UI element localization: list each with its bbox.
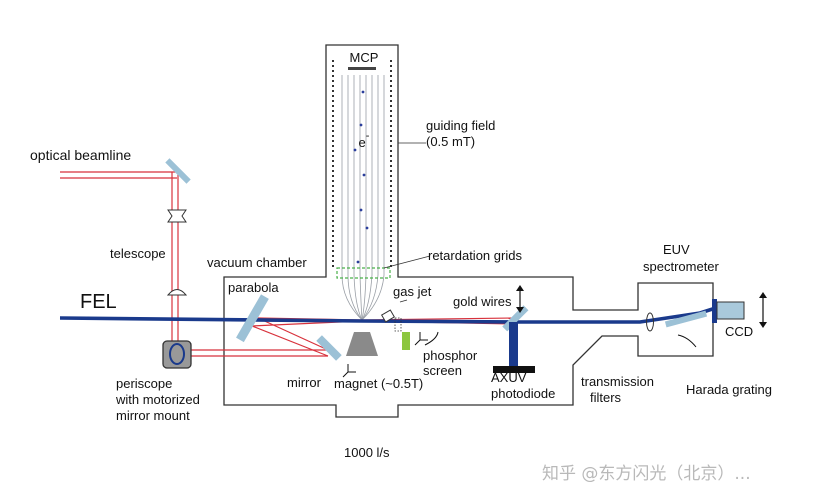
gold-wires-mirror: [502, 305, 529, 332]
parabola-label: parabola: [228, 280, 279, 295]
spectrometer-label: spectrometer: [643, 259, 720, 274]
optical-beamline-label: optical beamline: [30, 147, 131, 163]
electron-sup: -: [366, 130, 370, 142]
screen-label: screen: [423, 363, 462, 378]
transmission-filter: [646, 312, 654, 332]
harada-grating: [664, 310, 708, 328]
magnet-label: magnet (~0.5T): [334, 376, 423, 391]
photodiode-label: photodiode: [491, 386, 555, 401]
phosphor-screen: [402, 332, 410, 350]
gas-jet-nozzle: [380, 309, 396, 323]
parabola-mirror: [236, 294, 269, 343]
periscope-label-line2: with motorized: [115, 392, 200, 407]
axuv-photodiode-base: [493, 366, 535, 373]
magnet: [346, 332, 378, 356]
gold-wires-label: gold wires: [453, 294, 512, 309]
phosphor-label: phosphor: [423, 348, 478, 363]
electron-trajectories: [341, 75, 385, 321]
telescope-lens-lower: [166, 289, 188, 296]
axuv-photodiode-stem: [509, 322, 518, 366]
transmission-label: transmission: [581, 374, 654, 389]
periscope: [162, 340, 192, 369]
fel-label: FEL: [80, 291, 117, 313]
telescope-lens-upper: [167, 209, 187, 223]
vacuum-chamber-label: vacuum chamber: [207, 255, 307, 270]
periscope-label-line1: periscope: [116, 376, 172, 391]
electron-label: e-: [359, 130, 370, 150]
pump-label: 1000 l/s: [344, 445, 390, 460]
guiding-field-label: guiding field: [426, 118, 495, 133]
harada-grating-label: Harada grating: [686, 382, 772, 397]
ccd-housing: [712, 299, 717, 323]
euv-label: EUV: [663, 242, 690, 257]
filters-label: filters: [590, 390, 622, 405]
retardation-grids-label: retardation grids: [428, 248, 522, 263]
periscope-mirror: [169, 343, 185, 365]
ccd-label: CCD: [725, 324, 753, 339]
electron-symbol: e: [359, 135, 366, 150]
telescope-label: telescope: [110, 246, 166, 261]
vacuum-chamber-outline: [223, 44, 714, 418]
axis-glyphs: [342, 331, 697, 378]
electron-dots: [353, 90, 369, 264]
axuv-label: AXUV: [491, 370, 527, 385]
retardation-grids: [336, 267, 391, 279]
steering-mirror: [316, 335, 342, 361]
periscope-label-line3: mirror mount: [116, 408, 190, 423]
guiding-field-value: (0.5 mT): [426, 134, 475, 149]
gas-jet-label: gas jet: [393, 284, 432, 299]
motion-arrows: [516, 285, 767, 328]
beamline-mirror: [165, 158, 191, 184]
mcp-detector: [348, 67, 376, 70]
mcp-label: MCP: [350, 50, 379, 65]
gas-jet-tube: [394, 317, 402, 332]
watermark: 知乎 @东方闪光（北京）...: [542, 464, 751, 484]
ccd-camera: [716, 301, 745, 320]
mirror-label: mirror: [287, 375, 322, 390]
leader-lines: [383, 142, 431, 303]
